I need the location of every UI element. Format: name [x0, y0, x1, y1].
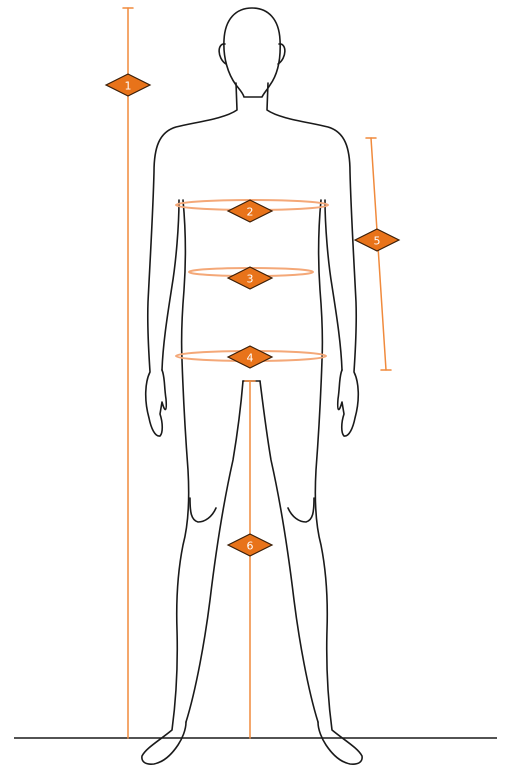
marker-4: 4	[228, 346, 272, 368]
marker-1: 1	[106, 74, 150, 96]
right-knee-mark	[288, 498, 314, 522]
marker-1-label: 1	[125, 80, 132, 93]
human-figure	[142, 8, 362, 764]
measurement-markers: 1 2 3 4 5 6	[106, 74, 399, 556]
marker-2-label: 2	[247, 206, 254, 219]
marker-4-label: 4	[247, 352, 254, 365]
left-inner-leg	[186, 381, 243, 722]
left-arm-inner	[162, 200, 179, 370]
arm-length-line	[371, 138, 386, 370]
marker-3-label: 3	[247, 273, 254, 286]
marker-6-label: 6	[247, 540, 254, 553]
marker-2: 2	[228, 200, 272, 222]
marker-6: 6	[228, 534, 272, 556]
right-arm-outer	[267, 83, 358, 436]
right-inner-leg	[260, 381, 318, 722]
marker-5-label: 5	[374, 235, 381, 248]
right-arm-inner	[325, 200, 342, 370]
head-outline	[224, 8, 280, 97]
marker-5: 5	[355, 229, 399, 251]
marker-3: 3	[228, 267, 272, 289]
left-arm-outer	[146, 83, 237, 436]
left-knee-mark	[190, 498, 216, 522]
